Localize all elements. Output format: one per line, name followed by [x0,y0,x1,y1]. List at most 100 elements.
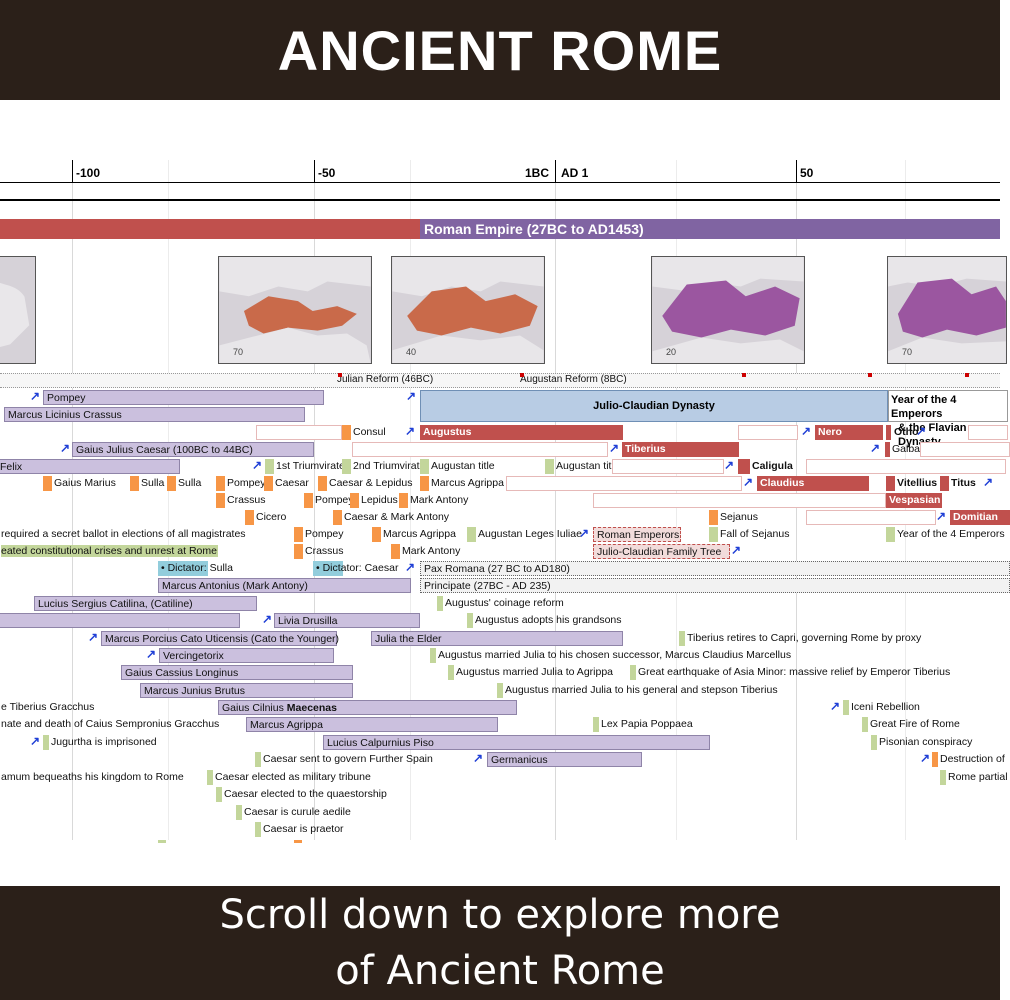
link-arrow-icon[interactable]: ↗ [936,509,947,523]
link-arrow-icon[interactable]: ↗ [731,543,742,557]
titus-event[interactable]: Titus [940,476,976,491]
pompey-bar[interactable]: Pompey [43,390,324,405]
crassus-bar[interactable]: Marcus Licinius Crassus [4,407,305,422]
tiberius-bar[interactable]: Tiberius [622,442,739,457]
mark-antony-event[interactable]: Mark Antony [399,493,468,508]
crassus-event-2[interactable]: Crassus [294,544,344,559]
attalus-event[interactable]: amum bequeaths his kingdom to Rome [1,771,184,783]
timeline-viewport[interactable]: -100 -50 1BC AD 1 50 Roman Empire (27BC … [0,100,1010,886]
crassus-event[interactable]: Crassus [216,493,266,508]
nero-bar[interactable]: Nero [815,425,883,440]
augustan-title-2[interactable]: Augustan title [545,459,620,474]
link-arrow-icon[interactable]: ↗ [920,751,931,765]
link-arrow-icon[interactable]: ↗ [830,699,841,713]
secret-ballot-event[interactable]: required a secret ballot in elections of… [1,528,246,540]
link-arrow-icon[interactable]: ↗ [88,630,99,644]
map-thumbnail[interactable]: 40 [391,256,545,364]
caesar-bar[interactable]: Gaius Julius Caesar (100BC to 44BC) [72,442,314,457]
augustan-title-1[interactable]: Augustan title [420,459,495,474]
link-arrow-icon[interactable]: ↗ [743,475,754,489]
sejanus-event[interactable]: Sejanus [709,510,758,525]
link-arrow-icon[interactable]: ↗ [252,458,263,472]
earthquake-event[interactable]: Great earthquake of Asia Minor: massive … [630,665,950,680]
caesar-mark-antony-event[interactable]: Caesar & Mark Antony [333,510,449,525]
link-arrow-icon[interactable]: ↗ [609,441,620,455]
pompey-event[interactable]: Pompey [216,476,266,491]
aedile-event[interactable]: Caesar is curule aedile [236,805,351,820]
quaestor-event[interactable]: Caesar elected to the quaestorship [216,787,387,802]
vespasian-bar[interactable]: Vespasian [886,493,942,508]
dictator-caesar-event[interactable]: • Dictator: Caesar [316,562,399,574]
map-thumbnail[interactable] [0,256,36,364]
purple-bar[interactable] [0,613,240,628]
pisonian-event[interactable]: Pisonian conspiracy [871,735,972,750]
cato-bar[interactable]: Marcus Porcius Cato Uticensis (Cato the … [101,631,339,646]
lepidus-event[interactable]: Lepidus [350,493,398,508]
julia-bar[interactable]: Julia the Elder [371,631,623,646]
julia-agrippa-event[interactable]: Augustus married Julia to Agrippa [448,665,613,680]
caligula-event[interactable]: Caligula [738,459,793,474]
julio-claudian-dynasty[interactable]: Julio-Claudian Dynasty [420,390,888,422]
link-arrow-icon[interactable]: ↗ [262,612,273,626]
link-arrow-icon[interactable]: ↗ [473,751,484,765]
tiberius-gracchus-event[interactable]: e Tiberius Gracchus [1,701,95,713]
rome-partial-event[interactable]: Rome partial [940,770,1008,785]
link-arrow-icon[interactable]: ↗ [870,441,881,455]
caesar-lepidus-event[interactable]: Caesar & Lepidus [318,476,412,491]
augustan-reform[interactable]: Augustan Reform (8BC) [520,374,627,385]
link-arrow-icon[interactable]: ↗ [30,734,41,748]
livia-drusilla-bar[interactable]: Livia Drusilla [274,613,420,628]
iceni-event[interactable]: Iceni Rebellion [843,700,920,715]
agrippa-event-2[interactable]: Marcus Agrippa [372,527,456,542]
great-fire-event[interactable]: Great Fire of Rome [862,717,960,732]
augustus-bar[interactable]: Augustus [420,425,623,440]
julian-reform[interactable]: Julian Reform (46BC) [337,374,434,385]
mark-antony-bar[interactable]: Marcus Antonius (Mark Antony) [158,578,411,593]
roman-emperors-link[interactable]: Roman Emperors [593,527,681,542]
pompey-event-3[interactable]: Pompey [294,527,344,542]
lex-papia-event[interactable]: Lex Papia Poppaea [593,717,693,732]
further-spain-event[interactable]: Caesar sent to govern Further Spain [255,752,433,767]
piso-bar[interactable]: Lucius Calpurnius Piso [323,735,710,750]
caesar-event[interactable]: Caesar [264,476,309,491]
link-arrow-icon[interactable]: ↗ [983,475,994,489]
link-arrow-icon[interactable]: ↗ [406,389,417,403]
map-thumbnail[interactable]: 70 [887,256,1007,364]
year-four-emperors-event[interactable]: Year of the 4 Emperors [886,527,1005,542]
map-thumbnail[interactable]: 20 [651,256,805,364]
catiline-bar[interactable]: Lucius Sergius Catilina, (Catiline) [34,596,257,611]
germanicus-bar[interactable]: Germanicus [487,752,642,767]
gaius-gracchus-event[interactable]: nate and death of Caius Sempronius Gracc… [1,718,220,730]
praetor-event[interactable]: Caesar is praetor [255,822,344,837]
sulla-event-2[interactable]: Sulla [167,476,201,491]
grandsons-event[interactable]: Augustus adopts his grandsons [467,613,622,628]
link-arrow-icon[interactable]: ↗ [724,458,735,472]
mark-antony-event-2[interactable]: Mark Antony [391,544,460,559]
maecenas-bar[interactable]: Gaius Cilnius Maecenas [218,700,517,715]
leges-iuliae-event[interactable]: Augustan Leges Iuliae [467,527,582,542]
link-arrow-icon[interactable]: ↗ [916,424,927,438]
destruction-event[interactable]: Destruction of [932,752,1005,767]
link-arrow-icon[interactable]: ↗ [405,560,416,574]
link-arrow-icon[interactable]: ↗ [30,389,41,403]
first-triumvirate[interactable]: 1st Triumvirate [265,459,345,474]
link-arrow-icon[interactable]: ↗ [146,647,157,661]
consul-event[interactable]: Consul [342,425,386,440]
coinage-reform-event[interactable]: Augustus' coinage reform [437,596,564,611]
otho-event[interactable]: Otho [894,426,919,438]
pompey-event-2[interactable]: Pompey [304,493,354,508]
second-triumvirate[interactable]: 2nd Triumvirate [342,459,425,474]
roman-empire-bar[interactable]: Roman Empire (27BC to AD1453) [420,219,1000,239]
family-tree-link[interactable]: Julio-Claudian Family Tree [593,544,730,559]
agrippa-event[interactable]: Marcus Agrippa [420,476,504,491]
felix-bar[interactable]: Felix [0,459,180,474]
military-tribune-event[interactable]: Caesar elected as military tribune [207,770,371,785]
dictator-sulla-event[interactable]: • Dictator: Sulla [158,561,233,576]
galba-event[interactable]: Galba [892,443,921,455]
marius-event[interactable]: Gaius Marius [43,476,116,491]
link-arrow-icon[interactable]: ↗ [405,424,416,438]
julia-tiberius-event[interactable]: Augustus married Julia to his general an… [497,683,778,698]
link-arrow-icon[interactable]: ↗ [579,526,590,540]
roman-republic-bar[interactable] [0,219,420,239]
link-arrow-icon[interactable]: ↗ [801,424,812,438]
